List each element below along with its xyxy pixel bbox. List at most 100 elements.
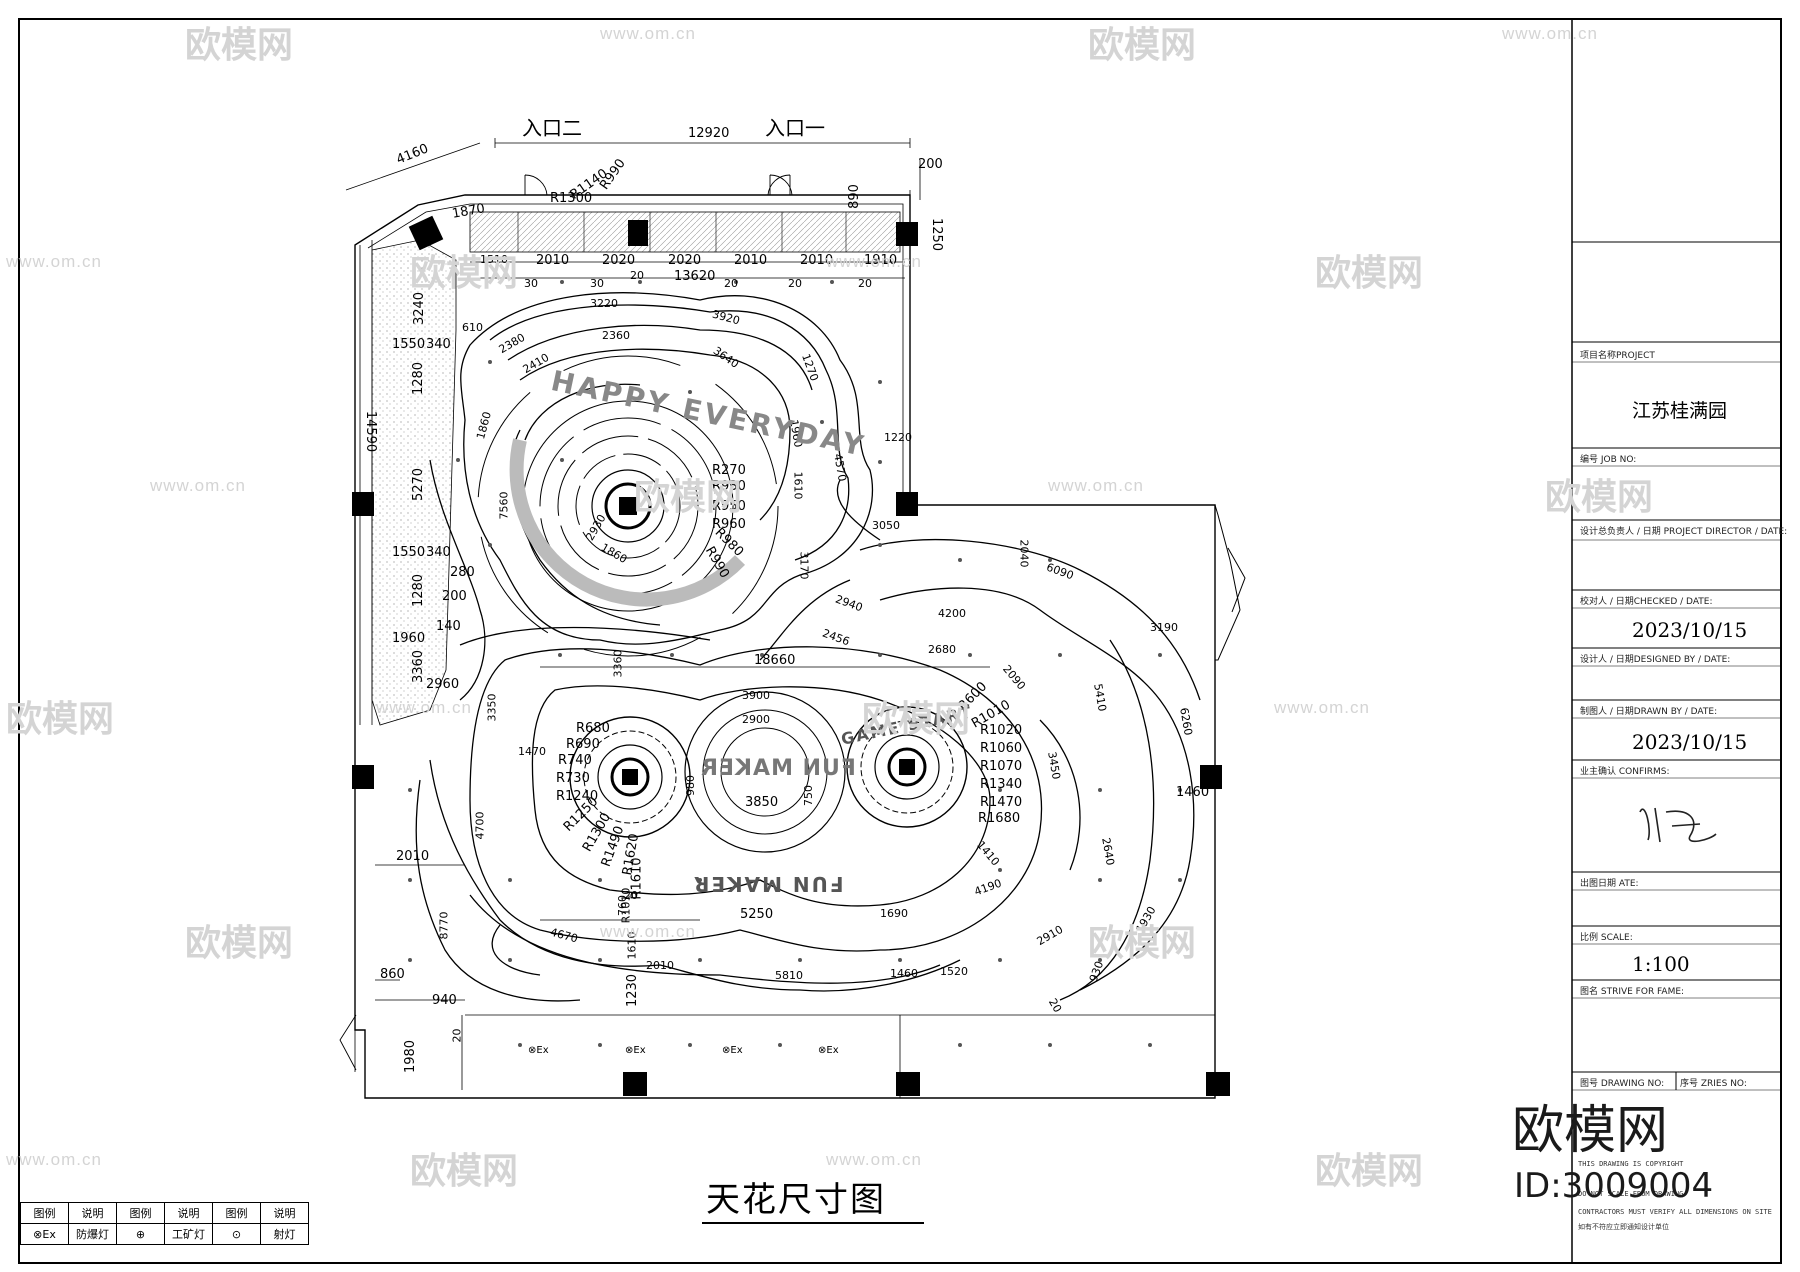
watermark-cn: 欧模网 xyxy=(410,252,519,293)
project-name: 江苏桂满园 xyxy=(1632,400,1728,422)
sheet-border xyxy=(18,18,1782,1264)
dim-13620: 13620 xyxy=(674,269,716,284)
radius: R950 xyxy=(712,499,746,514)
radius: R930 xyxy=(712,479,746,494)
designed-label: 设计人 / 日期DESIGNED BY / DATE: xyxy=(1580,655,1731,665)
watermark-cn: 欧模网 xyxy=(185,922,294,963)
checked-label: 校对人 / 日期CHECKED / DATE: xyxy=(1580,597,1713,607)
issue-label: 出图日期 ATE: xyxy=(1580,879,1639,889)
watermark-url: www.om.cn xyxy=(600,24,696,43)
dim-340: 340 xyxy=(426,545,451,560)
row1-dim: 2020 xyxy=(668,253,702,268)
dim-right-200: 200 xyxy=(918,157,943,172)
radius-r1300: R1300 xyxy=(550,191,593,206)
row1-dim: 2010 xyxy=(734,253,768,268)
watermark-cn: 欧模网 xyxy=(1088,922,1197,963)
radius: R1060 xyxy=(980,741,1023,756)
drawing-title: 天花尺寸图 xyxy=(706,1180,886,1220)
dimension-lines xyxy=(345,138,990,1001)
upper-center-column xyxy=(619,497,637,515)
watermark-cn: 欧模网 xyxy=(862,698,971,739)
dim: 1460 xyxy=(890,967,918,980)
watermark-url: www.om.cn xyxy=(150,476,246,495)
legend-table: 图例 说明 图例 说明 图例 说明 ⊗Ex 防爆灯 ⊕ 工矿灯 ⊙ 射灯 xyxy=(20,1202,309,1245)
dim-18660: 18660 xyxy=(754,653,796,668)
lower-ceiling-contours xyxy=(415,759,961,1002)
radius: R960 xyxy=(712,517,746,532)
dim: 2010 xyxy=(396,849,430,864)
copyright-line: THIS DRAWING IS COPYRIGHT xyxy=(1578,1160,1684,1168)
signature xyxy=(1639,807,1717,843)
dim-30: 30 xyxy=(590,277,604,290)
dim: 2010 xyxy=(646,959,674,972)
row1-dim: 2010 xyxy=(800,253,834,268)
upper-ceiling-contours xyxy=(429,292,874,701)
dim-340: 340 xyxy=(426,337,451,352)
dim: 3900 xyxy=(742,689,770,702)
dim-280: 280 xyxy=(450,565,475,580)
fixture-label: ⊗Ex xyxy=(625,1045,646,1056)
upper-circle-rings xyxy=(477,355,779,657)
legend-desc: 防爆灯 xyxy=(68,1223,117,1245)
dim-2960: 2960 xyxy=(426,677,460,692)
dim: 1690 xyxy=(880,907,908,920)
dim: 1220 xyxy=(884,431,912,444)
dim: 940 xyxy=(432,993,457,1008)
watermark-url: www.om.cn xyxy=(376,698,472,717)
dim: 3220 xyxy=(590,297,618,310)
watermark-url: www.om.cn xyxy=(1048,476,1144,495)
entry-doors xyxy=(339,174,793,1071)
radius: R1340 xyxy=(980,777,1023,792)
watermark-url: www.om.cn xyxy=(1274,698,1370,717)
watermark-cn: 欧模网 xyxy=(1545,476,1654,517)
legend-header: 图例 xyxy=(212,1202,261,1224)
right-door xyxy=(1214,504,1241,661)
watermark-url: www.om.cn xyxy=(6,1150,102,1169)
row1-dim: 1910 xyxy=(864,253,898,268)
radius: R680 xyxy=(576,721,610,736)
dim: 2680 xyxy=(928,643,956,656)
radius: R1240 xyxy=(556,789,599,804)
brand-logo-text: 欧模网 xyxy=(1512,1101,1669,1161)
watermark-cn: 欧模网 xyxy=(6,698,115,739)
row1-dim: 2020 xyxy=(602,253,636,268)
dim: 1470 xyxy=(518,745,546,758)
radius: R740 xyxy=(558,753,592,768)
dim-1960: 1960 xyxy=(392,631,426,646)
entry-one-label: 入口一 xyxy=(765,116,825,140)
dim-20: 20 xyxy=(724,277,738,290)
dim-30: 30 xyxy=(524,277,538,290)
radius: R1470 xyxy=(980,795,1023,810)
legend-header: 说明 xyxy=(164,1202,213,1224)
legend-header: 说明 xyxy=(68,1202,117,1224)
dim: 4200 xyxy=(938,607,966,620)
watermark-cn: 欧模网 xyxy=(185,24,294,65)
radius: R1070 xyxy=(980,759,1023,774)
right-ring-column xyxy=(899,759,915,775)
legend-symbol-mining-lamp: ⊕ xyxy=(116,1223,165,1245)
top-counter-dividers xyxy=(517,212,847,252)
dim: 2360 xyxy=(602,329,630,342)
legend-desc: 工矿灯 xyxy=(164,1223,213,1245)
ceiling-fixture-dots xyxy=(408,280,1182,1047)
watermark-cn: 欧模网 xyxy=(634,476,743,517)
middle-rings xyxy=(569,691,968,853)
radius: R1020 xyxy=(980,723,1023,738)
dim-200: 200 xyxy=(442,589,467,604)
dim: 3050 xyxy=(872,519,900,532)
dim: 1520 xyxy=(940,965,968,978)
dim-140: 140 xyxy=(436,619,461,634)
row1-dim: 2010 xyxy=(536,253,570,268)
dim-1550: 1550 xyxy=(392,545,426,560)
watermark-url: www.om.cn xyxy=(1502,24,1598,43)
row1-dim: 1510 xyxy=(480,253,508,266)
radius: R730 xyxy=(556,771,590,786)
project-label: 项目名称PROJECT xyxy=(1580,351,1655,361)
top-counter xyxy=(469,211,901,253)
drawing-name-label: 图名 STRIVE FOR FAME: xyxy=(1580,987,1685,997)
legend-header: 图例 xyxy=(20,1202,69,1224)
radius: R1680 xyxy=(978,811,1021,826)
